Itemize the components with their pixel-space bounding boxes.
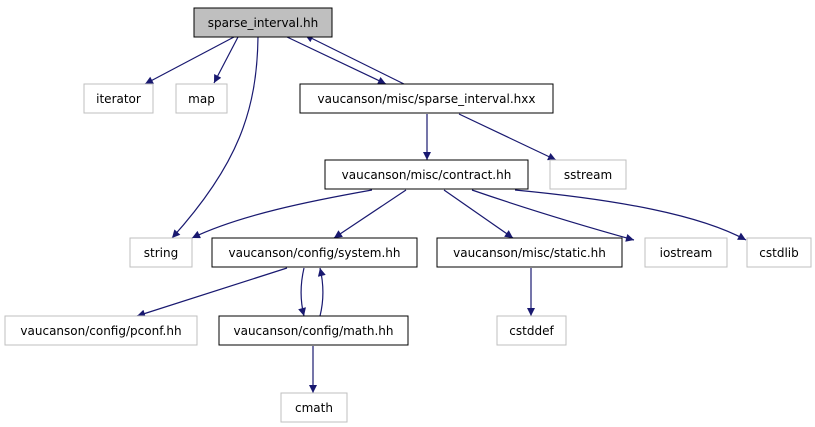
node-iterator[interactable]: iterator [83, 83, 154, 114]
svg-text:cstdlib: cstdlib [759, 246, 798, 260]
node-cmath[interactable]: cmath [280, 392, 348, 423]
edge-math-hh-to-system-hh [317, 267, 326, 317]
svg-text:vaucanson/misc/sparse_interval: vaucanson/misc/sparse_interval.hxx [318, 92, 536, 106]
edge-contract-hh-to-static-hh [443, 189, 514, 239]
edge-sparse-interval-hh-to-map [213, 36, 239, 84]
node-map[interactable]: map [175, 83, 228, 114]
edge-sparse-interval-hh-to-string [171, 36, 259, 239]
edge-sparse-interval-hh-to-sparse-interval-hxx [286, 36, 387, 85]
node-cstdlib[interactable]: cstdlib [746, 237, 812, 268]
svg-text:sparse_interval.hh: sparse_interval.hh [208, 16, 319, 30]
edge-contract-hh-to-system-hh [333, 189, 407, 239]
edge-system-hh-to-pconf-hh [136, 267, 288, 318]
svg-text:iostream: iostream [660, 246, 713, 260]
node-static-hh[interactable]: vaucanson/misc/static.hh [436, 237, 623, 268]
edge-sparse-interval-hxx-to-sparse-interval-hh [304, 34, 405, 85]
svg-text:vaucanson/config/system.hh: vaucanson/config/system.hh [228, 246, 400, 260]
svg-text:sstream: sstream [564, 168, 612, 182]
svg-text:vaucanson/config/math.hh: vaucanson/config/math.hh [233, 324, 393, 338]
edge-sparse-interval-hh-to-iterator [144, 36, 235, 85]
node-sparse-interval-hh[interactable]: sparse_interval.hh [193, 7, 333, 38]
svg-text:vaucanson/config/pconf.hh: vaucanson/config/pconf.hh [20, 324, 181, 338]
svg-text:cmath: cmath [295, 401, 333, 415]
node-sstream[interactable]: sstream [549, 159, 627, 190]
svg-text:string: string [144, 246, 178, 260]
node-cstddef[interactable]: cstddef [496, 315, 567, 346]
node-iostream[interactable]: iostream [644, 237, 728, 268]
edge-contract-hh-to-string [191, 189, 373, 239]
node-sparse-interval-hxx[interactable]: vaucanson/misc/sparse_interval.hxx [299, 83, 554, 114]
node-contract-hh[interactable]: vaucanson/misc/contract.hh [324, 159, 529, 190]
edge-system-hh-to-math-hh [298, 267, 306, 317]
svg-text:vaucanson/misc/static.hh: vaucanson/misc/static.hh [453, 246, 606, 260]
node-pconf-hh[interactable]: vaucanson/config/pconf.hh [4, 315, 198, 346]
node-string[interactable]: string [129, 237, 193, 268]
edge-contract-hh-to-iostream [471, 189, 635, 242]
svg-text:iterator: iterator [96, 92, 141, 106]
edge-sparse-interval-hxx-to-sstream [458, 113, 557, 161]
edge-contract-hh-to-cstdlib [514, 189, 747, 241]
svg-text:map: map [188, 92, 215, 106]
node-system-hh[interactable]: vaucanson/config/system.hh [211, 237, 418, 268]
node-math-hh[interactable]: vaucanson/config/math.hh [218, 315, 409, 346]
svg-text:cstddef: cstddef [509, 324, 554, 338]
svg-text:vaucanson/misc/contract.hh: vaucanson/misc/contract.hh [342, 168, 512, 182]
